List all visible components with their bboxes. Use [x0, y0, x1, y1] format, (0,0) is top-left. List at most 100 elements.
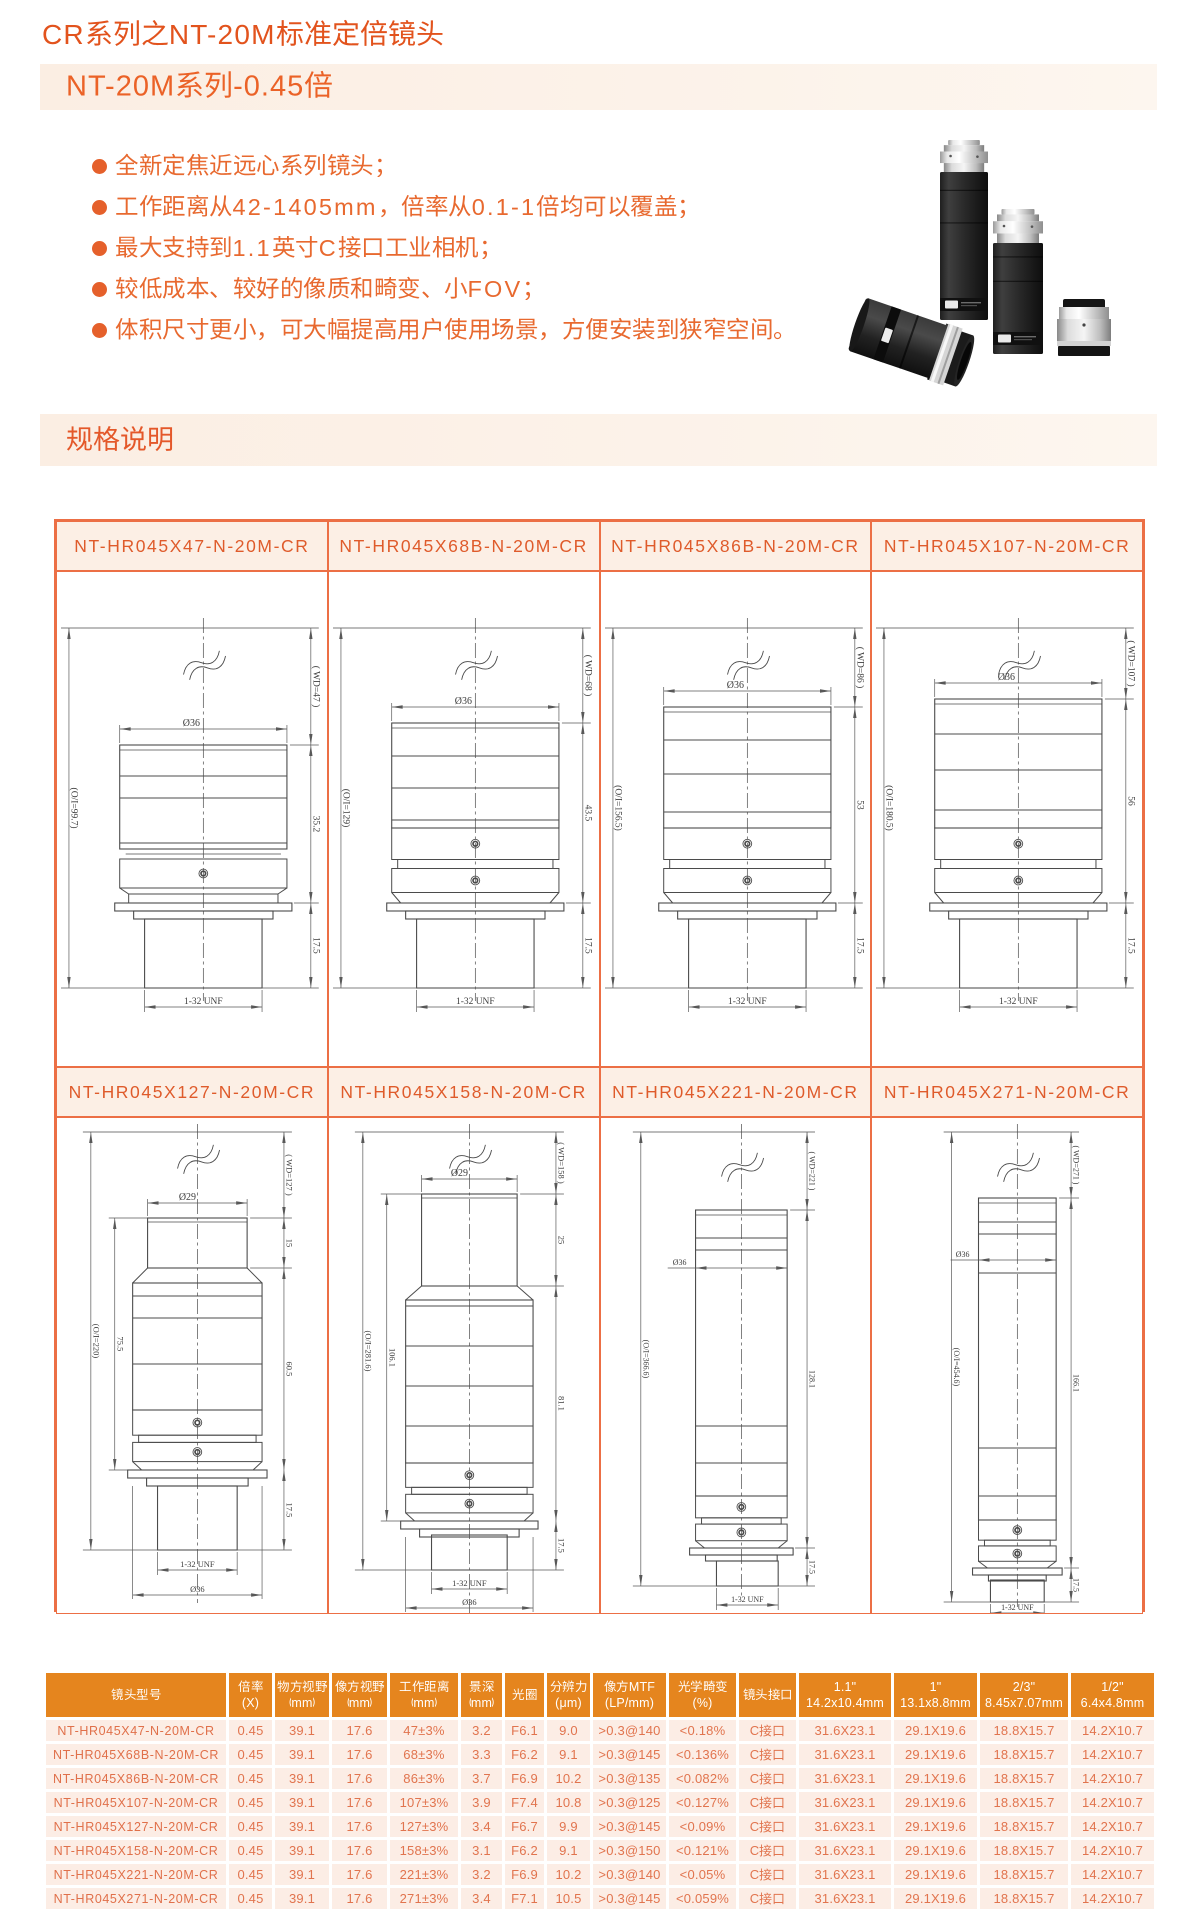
svg-text:( WD=107 ): ( WD=107 ) — [1126, 640, 1137, 686]
spec-cell: 0.45 — [229, 1744, 272, 1765]
svg-text:Ø29: Ø29 — [451, 1168, 468, 1179]
spec-cell: 17.6 — [332, 1744, 387, 1765]
spec-cell: 39.1 — [275, 1720, 329, 1741]
bullet-dot-icon — [92, 159, 107, 174]
svg-text:( WD=158 ): ( WD=158 ) — [556, 1142, 566, 1184]
spec-col-header: (%) — [669, 1673, 736, 1717]
svg-text:( WD=127 ): ( WD=127 ) — [285, 1154, 295, 1196]
spec-cell: 0.45 — [229, 1768, 272, 1789]
spec-cell: NT-HR045X221-N-20M-CR — [46, 1864, 226, 1885]
spec-cell: 3.2 — [461, 1864, 502, 1885]
lens-technical-drawing: Ø29(O/I=281.6)106.1( WD=158 )2581.117.51… — [354, 1124, 566, 1613]
spec-cell: 39.1 — [275, 1816, 329, 1837]
spec-cell: 10.8 — [547, 1792, 590, 1813]
spec-cell: 3.7 — [461, 1768, 502, 1789]
svg-text:Ø36: Ø36 — [455, 696, 472, 707]
spec-cell: 31.6X23.1 — [799, 1744, 891, 1765]
svg-text:53: 53 — [854, 800, 864, 810]
svg-text:17.5: 17.5 — [285, 1503, 295, 1518]
spec-cell: 3.3 — [461, 1744, 502, 1765]
spec-cell: 68±3% — [390, 1744, 458, 1765]
spec-cell: 31.6X23.1 — [799, 1816, 891, 1837]
spec-cell: NT-HR045X47-N-20M-CR — [46, 1720, 226, 1741]
spec-col-header: (μm) — [547, 1673, 590, 1717]
spec-col-header: 2/3"8.45x7.07mm — [980, 1673, 1068, 1717]
spec-cell: 18.8X15.7 — [980, 1792, 1068, 1813]
spec-col-header: mm — [332, 1673, 387, 1717]
spec-cell: 0.45 — [229, 1864, 272, 1885]
feature-text: FOV — [115, 276, 546, 303]
svg-text:17.5: 17.5 — [1072, 1578, 1081, 1592]
feature-item — [92, 310, 797, 351]
spec-col-header: 1.1"14.2x10.4mm — [799, 1673, 891, 1717]
spec-cell: 17.6 — [332, 1864, 387, 1885]
svg-text:75.5: 75.5 — [115, 1337, 125, 1352]
spec-cell: 17.6 — [332, 1816, 387, 1837]
spec-cell: C — [739, 1720, 796, 1741]
spec-cell: <0.18% — [669, 1720, 736, 1741]
spec-cell: 9.0 — [547, 1720, 590, 1741]
svg-text:60.5: 60.5 — [285, 1362, 295, 1377]
spec-cell: 14.2X10.7 — [1071, 1816, 1154, 1837]
spec-cell: F7.4 — [505, 1792, 544, 1813]
spec-cell: >0.3@135 — [593, 1768, 666, 1789]
series-banner: NT-20M-0.45 — [40, 64, 1157, 110]
spec-col-header: MTF(LP/mm) — [593, 1673, 666, 1717]
svg-text:106.1: 106.1 — [387, 1348, 397, 1367]
spec-cell: 18.8X15.7 — [980, 1744, 1068, 1765]
svg-text:(O/I=366.6): (O/I=366.6) — [641, 1340, 650, 1379]
svg-text:(O/I=180.5): (O/I=180.5) — [884, 785, 895, 831]
svg-text:Ø36: Ø36 — [190, 1584, 205, 1594]
drawing-model-header: NT-HR045X68B-N-20M-CR — [327, 521, 600, 571]
bullet-dot-icon — [92, 200, 107, 215]
feature-text — [115, 317, 797, 344]
svg-text:( WD=68 ): ( WD=68 ) — [582, 655, 593, 697]
spec-cell: C — [739, 1888, 796, 1909]
spec-cell: 29.1X19.6 — [894, 1816, 977, 1837]
svg-text:1-32 UNF: 1-32 UNF — [1001, 1603, 1034, 1612]
svg-text:166.1: 166.1 — [1072, 1374, 1081, 1392]
spec-cell: 0.45 — [229, 1888, 272, 1909]
spec-cell: >0.3@140 — [593, 1864, 666, 1885]
drawing-model-header: NT-HR045X221-N-20M-CR — [599, 1067, 872, 1117]
feature-item: FOV — [92, 269, 797, 310]
feature-text — [115, 153, 397, 180]
spec-cell: 39.1 — [275, 1768, 329, 1789]
spec-cell: NT-HR045X68B-N-20M-CR — [46, 1744, 226, 1765]
bullet-dot-icon — [92, 241, 107, 256]
svg-text:15: 15 — [285, 1239, 295, 1247]
spec-cell: <0.059% — [669, 1888, 736, 1909]
spec-cell: 86±3% — [390, 1768, 458, 1789]
svg-text:( WD=47 ): ( WD=47 ) — [310, 666, 321, 708]
svg-text:(O/I=129): (O/I=129) — [340, 789, 351, 828]
spec-cell: 9.1 — [547, 1744, 590, 1765]
svg-text:Ø29: Ø29 — [179, 1192, 196, 1203]
spec-cell: F7.1 — [505, 1888, 544, 1909]
spec-cell: 18.8X15.7 — [980, 1864, 1068, 1885]
spec-cell: F6.1 — [505, 1720, 544, 1741]
spec-cell: >0.3@145 — [593, 1816, 666, 1837]
spec-cell: 29.1X19.6 — [894, 1744, 977, 1765]
svg-text:(O/I=454.6): (O/I=454.6) — [952, 1348, 961, 1387]
spec-col-header: (X) — [229, 1673, 272, 1717]
svg-text:(O/I=99.7): (O/I=99.7) — [69, 788, 80, 829]
spec-cell: >0.3@145 — [593, 1744, 666, 1765]
spec-cell: 29.1X19.6 — [894, 1840, 977, 1861]
svg-text:Ø36: Ø36 — [998, 672, 1015, 683]
svg-text:1-32 UNF: 1-32 UNF — [728, 997, 767, 1007]
spec-col-header: mm — [461, 1673, 502, 1717]
spec-cell: 39.1 — [275, 1744, 329, 1765]
spec-cell: NT-HR045X127-N-20M-CR — [46, 1816, 226, 1837]
spec-cell: F6.7 — [505, 1816, 544, 1837]
spec-cell: 127±3% — [390, 1816, 458, 1837]
